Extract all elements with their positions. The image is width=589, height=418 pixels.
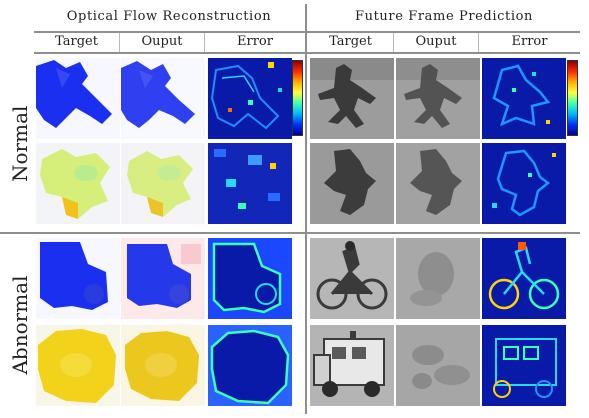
col-output-flow: Ouput [141,34,183,49]
col-output-frame: Ouput [415,34,457,49]
top-rule [34,31,580,33]
column-header-rule [34,52,580,54]
colorbar-frame-error [567,60,578,136]
abnormal-2-frame-error [482,325,566,406]
column-separator-4 [393,33,394,52]
optical-flow-title: Optical Flow Reconstruction [66,9,272,24]
abnormal-2-frame-output [396,325,480,406]
col-target-flow: Target [55,34,98,49]
normal-1-flow-target [36,58,120,139]
abnormal-2-flow-target [36,325,120,406]
row-divider [0,232,580,234]
normal-1-frame-output [396,58,480,139]
normal-2-flow-target [36,143,120,224]
col-error-frame: Error [511,34,548,49]
colorbar-flow-error [292,60,303,136]
normal-1-frame-target [310,58,394,139]
abnormal-1-frame-target [310,238,394,319]
normal-1-flow-error [208,58,292,139]
normal-2-frame-output [396,143,480,224]
normal-1-flow-output [121,58,205,139]
normal-2-frame-target [310,143,394,224]
column-separator-5 [478,33,479,52]
abnormal-1-frame-error [482,238,566,319]
col-error-flow: Error [237,34,273,49]
col-target-frame: Target [329,34,372,49]
row-label-normal: Normal [8,105,32,182]
normal-2-flow-error [208,143,292,224]
abnormal-1-flow-output [121,238,205,319]
abnormal-2-frame-target [310,325,394,406]
abnormal-1-flow-error [208,238,292,319]
abnormal-1-frame-output [396,238,480,319]
abnormal-2-flow-output [121,325,205,406]
abnormal-1-flow-target [36,238,120,319]
column-separator-1 [119,33,120,52]
normal-2-frame-error [482,143,566,224]
section-divider [305,4,307,414]
normal-1-frame-error [482,58,566,139]
future-frame-title: Future Frame Prediction [355,9,533,24]
column-separator-2 [204,33,205,52]
row-label-abnormal: Abnormal [8,275,32,375]
normal-2-flow-output [121,143,205,224]
abnormal-2-flow-error [208,325,292,406]
